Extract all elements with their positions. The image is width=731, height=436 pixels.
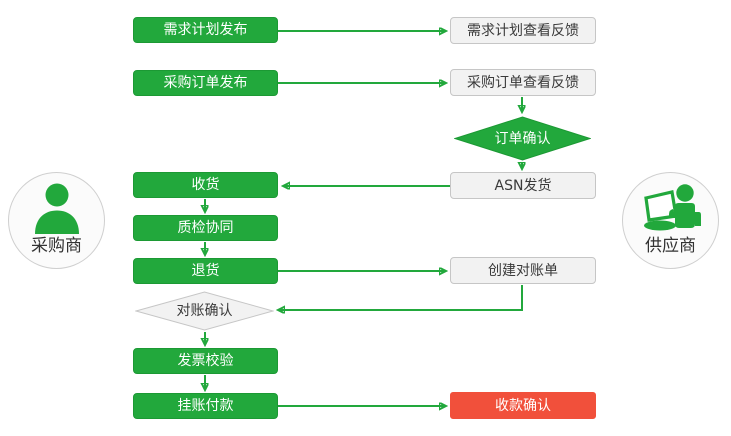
node-invoice-verify: 发票校验 [133,348,278,374]
decision-reconcile-confirm-label: 对账确认 [176,303,233,319]
node-return-goods: 退货 [133,258,278,284]
decision-order-confirm: 订单确认 [454,116,591,161]
node-quality-check: 质检协同 [133,215,278,241]
node-receipt-confirm: 收款确认 [450,392,596,419]
actor-buyer: 采购商 [8,172,105,269]
arrow-statement-to-reconcile [278,285,523,310]
person-icon [32,180,82,236]
decision-order-confirm-label: 订单确认 [494,130,551,147]
node-po-publish: 采购订单发布 [133,70,278,96]
node-po-feedback: 采购订单查看反馈 [450,69,596,96]
node-demand-plan-publish: 需求计划发布 [133,17,278,43]
actor-supplier: 供应商 [622,172,719,269]
node-demand-plan-feedback: 需求计划查看反馈 [450,17,596,44]
buyer-label: 采购商 [31,236,82,256]
node-book-payment: 挂账付款 [133,393,278,419]
person-at-laptop-icon [640,180,702,236]
supplier-label: 供应商 [645,236,696,256]
node-receive-goods: 收货 [133,172,278,198]
node-create-statement: 创建对账单 [450,257,596,284]
decision-reconcile-confirm: 对账确认 [135,291,274,331]
node-asn-ship: ASN发货 [450,172,596,199]
